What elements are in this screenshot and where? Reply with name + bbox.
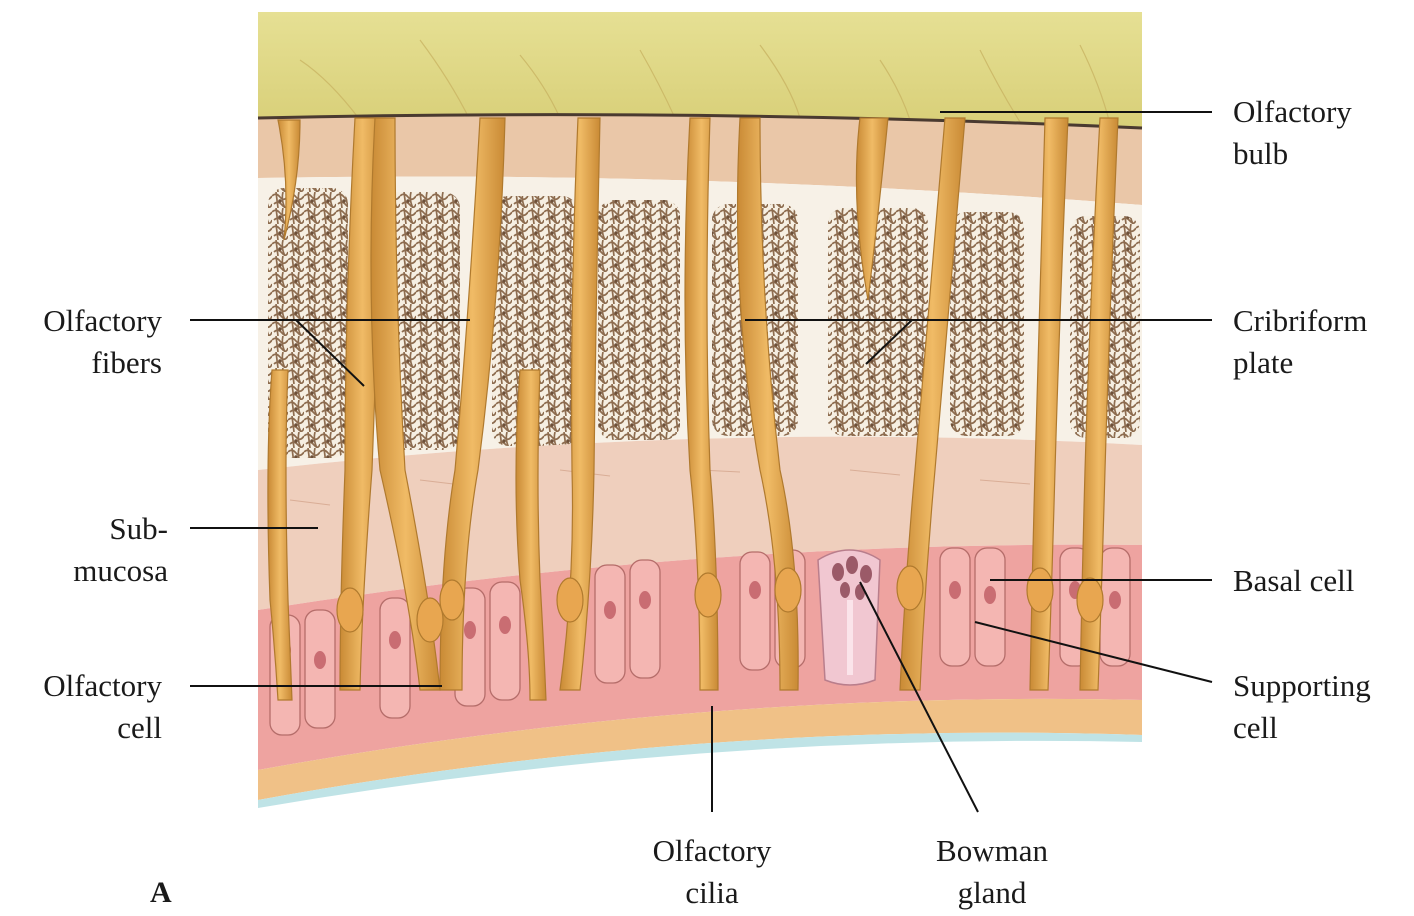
label-submucosa: Sub-mucosa: [10, 508, 168, 592]
olfactory-bulb-region: [258, 12, 1142, 128]
label-basal-cell: Basal cell: [1233, 560, 1354, 602]
panel-letter: A: [150, 876, 172, 910]
bowman-gland-shape: [818, 550, 880, 685]
